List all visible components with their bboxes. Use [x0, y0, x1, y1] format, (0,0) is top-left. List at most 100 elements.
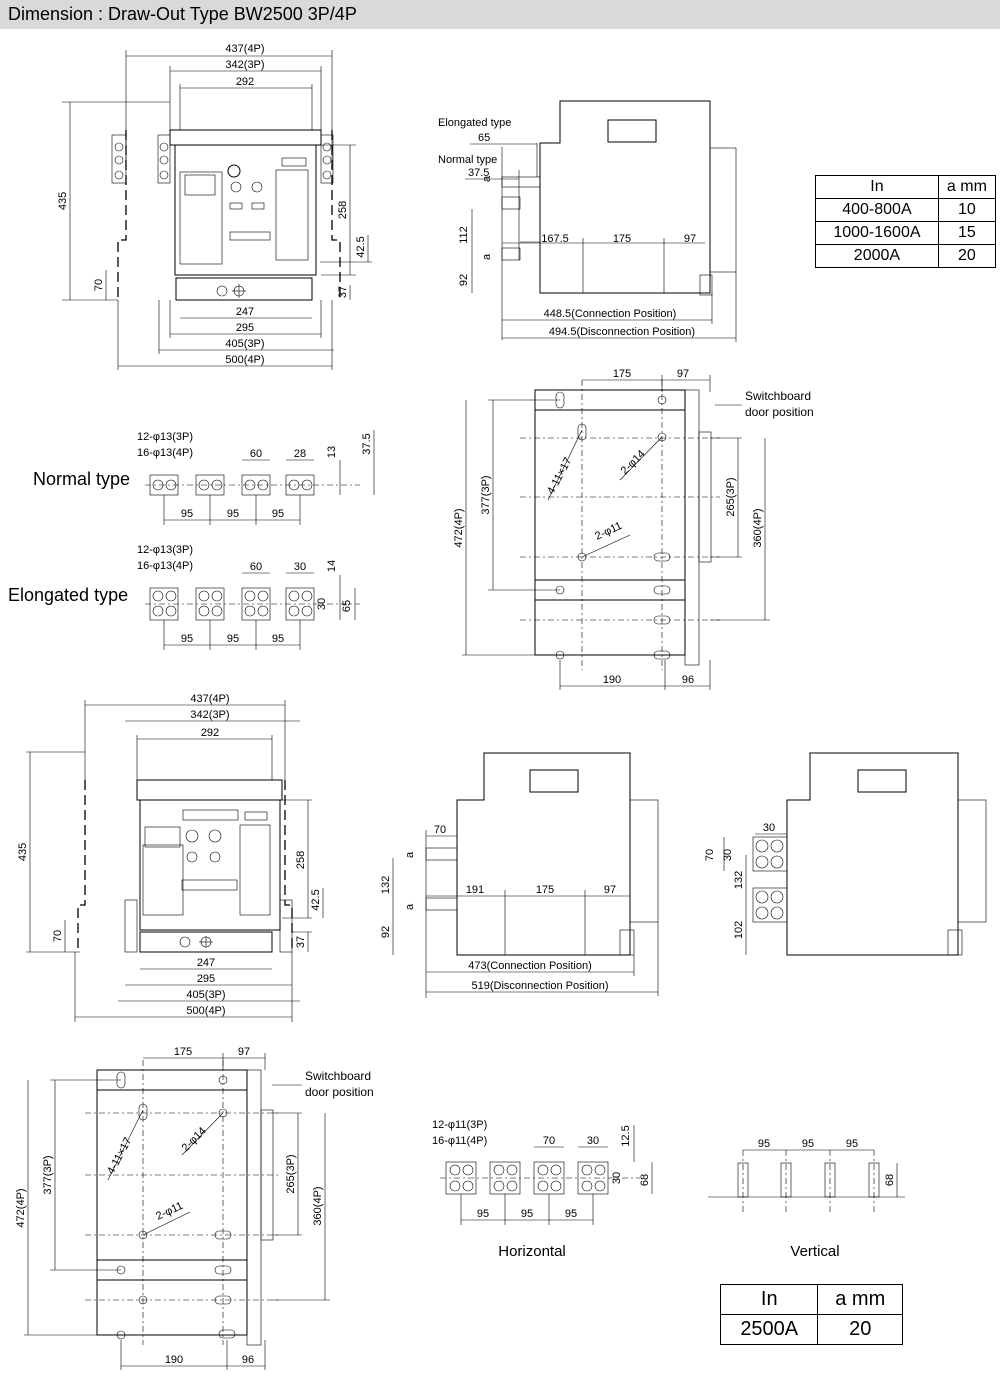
front2-width-500: 500(4P) — [186, 1005, 225, 1017]
side1-dim-112: 112 — [458, 226, 470, 244]
front2-width-295: 295 — [197, 973, 215, 985]
t1-normal-37-5: 37.5 — [361, 433, 373, 454]
vertical-label: Vertical — [790, 1243, 839, 1260]
table1-cell: 400-800A — [815, 198, 939, 222]
t1-elong-95b: 95 — [227, 633, 239, 645]
side1-connection: 448.5(Connection Position) — [544, 308, 677, 320]
horizontal-label: Horizontal — [498, 1243, 566, 1260]
side-view-1: Elongated type 65 Normal type 37.5 a a 1… — [438, 100, 737, 342]
front2-height-37: 37 — [295, 936, 307, 948]
t1-elong-60: 60 — [250, 561, 262, 573]
front-view-2: 437(4P) 342(3P) 292 435 70 258 42.5 — [17, 693, 324, 1022]
front1-height-70: 70 — [93, 279, 105, 291]
side1-dim-167-5: 167.5 — [541, 233, 569, 245]
plan1-dim-472: 472(4P) — [453, 508, 465, 547]
plan1-door-1: Switchboard — [745, 389, 811, 403]
plan-view-1: 4-11×17 2-φ14 2-φ11 175 97 Switchboard d… — [453, 368, 814, 690]
table2-cell: 2500A — [719, 1314, 819, 1345]
side2-a-top: a — [404, 851, 416, 858]
plan1-dim-377: 377(3P) — [480, 475, 492, 514]
plan2-door-1: Switchboard — [305, 1069, 371, 1083]
normal-type-label: Normal type — [33, 469, 130, 489]
plan2-dim-472: 472(4P) — [15, 1188, 27, 1227]
table1-header-a: a mm — [937, 175, 997, 199]
front2-width-292: 292 — [201, 727, 219, 739]
plan2-slot: 4-11×17 — [105, 1136, 134, 1177]
t1-normal-60: 60 — [250, 448, 262, 460]
table1-cell: 10 — [937, 198, 997, 222]
t1-holes-3p: 12-φ13(3P) — [137, 431, 193, 443]
t1-elong-65: 65 — [341, 600, 353, 612]
side2-dim-92: 92 — [380, 926, 392, 938]
side2-a-bottom: a — [404, 903, 416, 910]
side3-dim-132: 132 — [733, 871, 745, 889]
side2-dim-191: 191 — [466, 884, 484, 896]
t1-normal-28: 28 — [294, 448, 306, 460]
side2-dim-97: 97 — [604, 884, 616, 896]
table2-header-a: a mm — [817, 1284, 903, 1315]
t1-holes-4p: 16-φ13(4P) — [137, 447, 193, 459]
vert-95b: 95 — [802, 1138, 814, 1150]
t2-holes-4p: 16-φ11(4P) — [432, 1135, 487, 1147]
plan2-dim-175: 175 — [174, 1046, 192, 1058]
vert-68: 68 — [884, 1174, 896, 1186]
t1-holes-4p-b: 16-φ13(4P) — [137, 560, 193, 572]
side3-dim-30b: 30 — [722, 849, 734, 861]
side1-a-bottom: a — [481, 253, 493, 260]
front1-width-405: 405(3P) — [225, 338, 264, 350]
rating-table-1: In a mm 400-800A 10 1000-1600A 15 2000A … — [815, 175, 997, 268]
t1-normal-13: 13 — [326, 446, 338, 458]
t2-95b: 95 — [521, 1208, 533, 1220]
side1-dim-65: 65 — [478, 132, 490, 144]
front1-height-258: 258 — [337, 201, 349, 219]
front1-width-247: 247 — [236, 306, 254, 318]
front1-width-292: 292 — [236, 76, 254, 88]
side1-normal-label: Normal type — [438, 154, 497, 166]
side1-dim-175: 175 — [613, 233, 631, 245]
plan1-door-2: door position — [745, 405, 814, 419]
plan2-dim-377: 377(3P) — [42, 1155, 54, 1194]
t2-30b: 30 — [611, 1172, 623, 1184]
side1-dim-97: 97 — [684, 233, 696, 245]
t1-normal-95a: 95 — [181, 508, 193, 520]
side1-disconnection: 494.5(Disconnection Position) — [549, 326, 695, 338]
front1-height-42-5: 42.5 — [355, 236, 367, 257]
t2-30: 30 — [587, 1135, 599, 1147]
side2-connection: 473(Connection Position) — [468, 960, 592, 972]
table1-cell: 2000A — [815, 244, 939, 268]
t2-95a: 95 — [477, 1208, 489, 1220]
page-title: Dimension : Draw-Out Type BW2500 3P/4P — [8, 4, 357, 24]
t2-95c: 95 — [565, 1208, 577, 1220]
t1-elong-95c: 95 — [272, 633, 284, 645]
terminal-layout-1: Normal type Elongated type 12-φ13(3P) 16… — [8, 430, 375, 650]
front1-height-435: 435 — [57, 192, 69, 210]
side1-dim-37-5: 37.5 — [468, 167, 489, 179]
side3-dim-30: 30 — [763, 822, 775, 834]
plan2-dim-97: 97 — [238, 1046, 250, 1058]
front2-height-435: 435 — [17, 843, 29, 861]
front2-width-437: 437(4P) — [190, 693, 229, 705]
front-view-1: 437(4P) 342(3P) 292 435 70 — [57, 43, 372, 370]
front1-width-342: 342(3P) — [225, 59, 264, 71]
plan2-dim-265: 265(3P) — [285, 1154, 297, 1193]
plan1-slot: 4-11×17 — [545, 456, 574, 497]
table1-cell: 15 — [937, 221, 997, 245]
terminal-layout-2: 12-φ11(3P) 16-φ11(4P) 95 95 95 70 30 12.… — [432, 1119, 653, 1260]
title-bar: Dimension : Draw-Out Type BW2500 3P/4P — [0, 0, 1000, 29]
vert-95a: 95 — [758, 1138, 770, 1150]
front1-width-500: 500(4P) — [225, 354, 264, 366]
t1-normal-95b: 95 — [227, 508, 239, 520]
side1-elongated-label: Elongated type — [438, 117, 511, 129]
t1-holes-3p-b: 12-φ13(3P) — [137, 544, 193, 556]
side-view-2: 70 a a 132 92 191 175 97 473(Connection … — [380, 752, 659, 998]
front2-height-42-5: 42.5 — [310, 889, 322, 910]
t1-elong-30: 30 — [294, 561, 306, 573]
front2-height-258: 258 — [295, 851, 307, 869]
side-view-3: 30 70 30 132 102 — [704, 752, 987, 956]
plan2-hole-11: 2-φ11 — [154, 1200, 185, 1223]
t1-elong-30b: 30 — [316, 598, 328, 610]
plan2-dim-96: 96 — [242, 1354, 254, 1366]
plan-view-2: 4-11×17 2-φ14 2-φ11 175 97 Switchboard d… — [15, 1046, 374, 1370]
side3-dim-102: 102 — [733, 921, 745, 939]
